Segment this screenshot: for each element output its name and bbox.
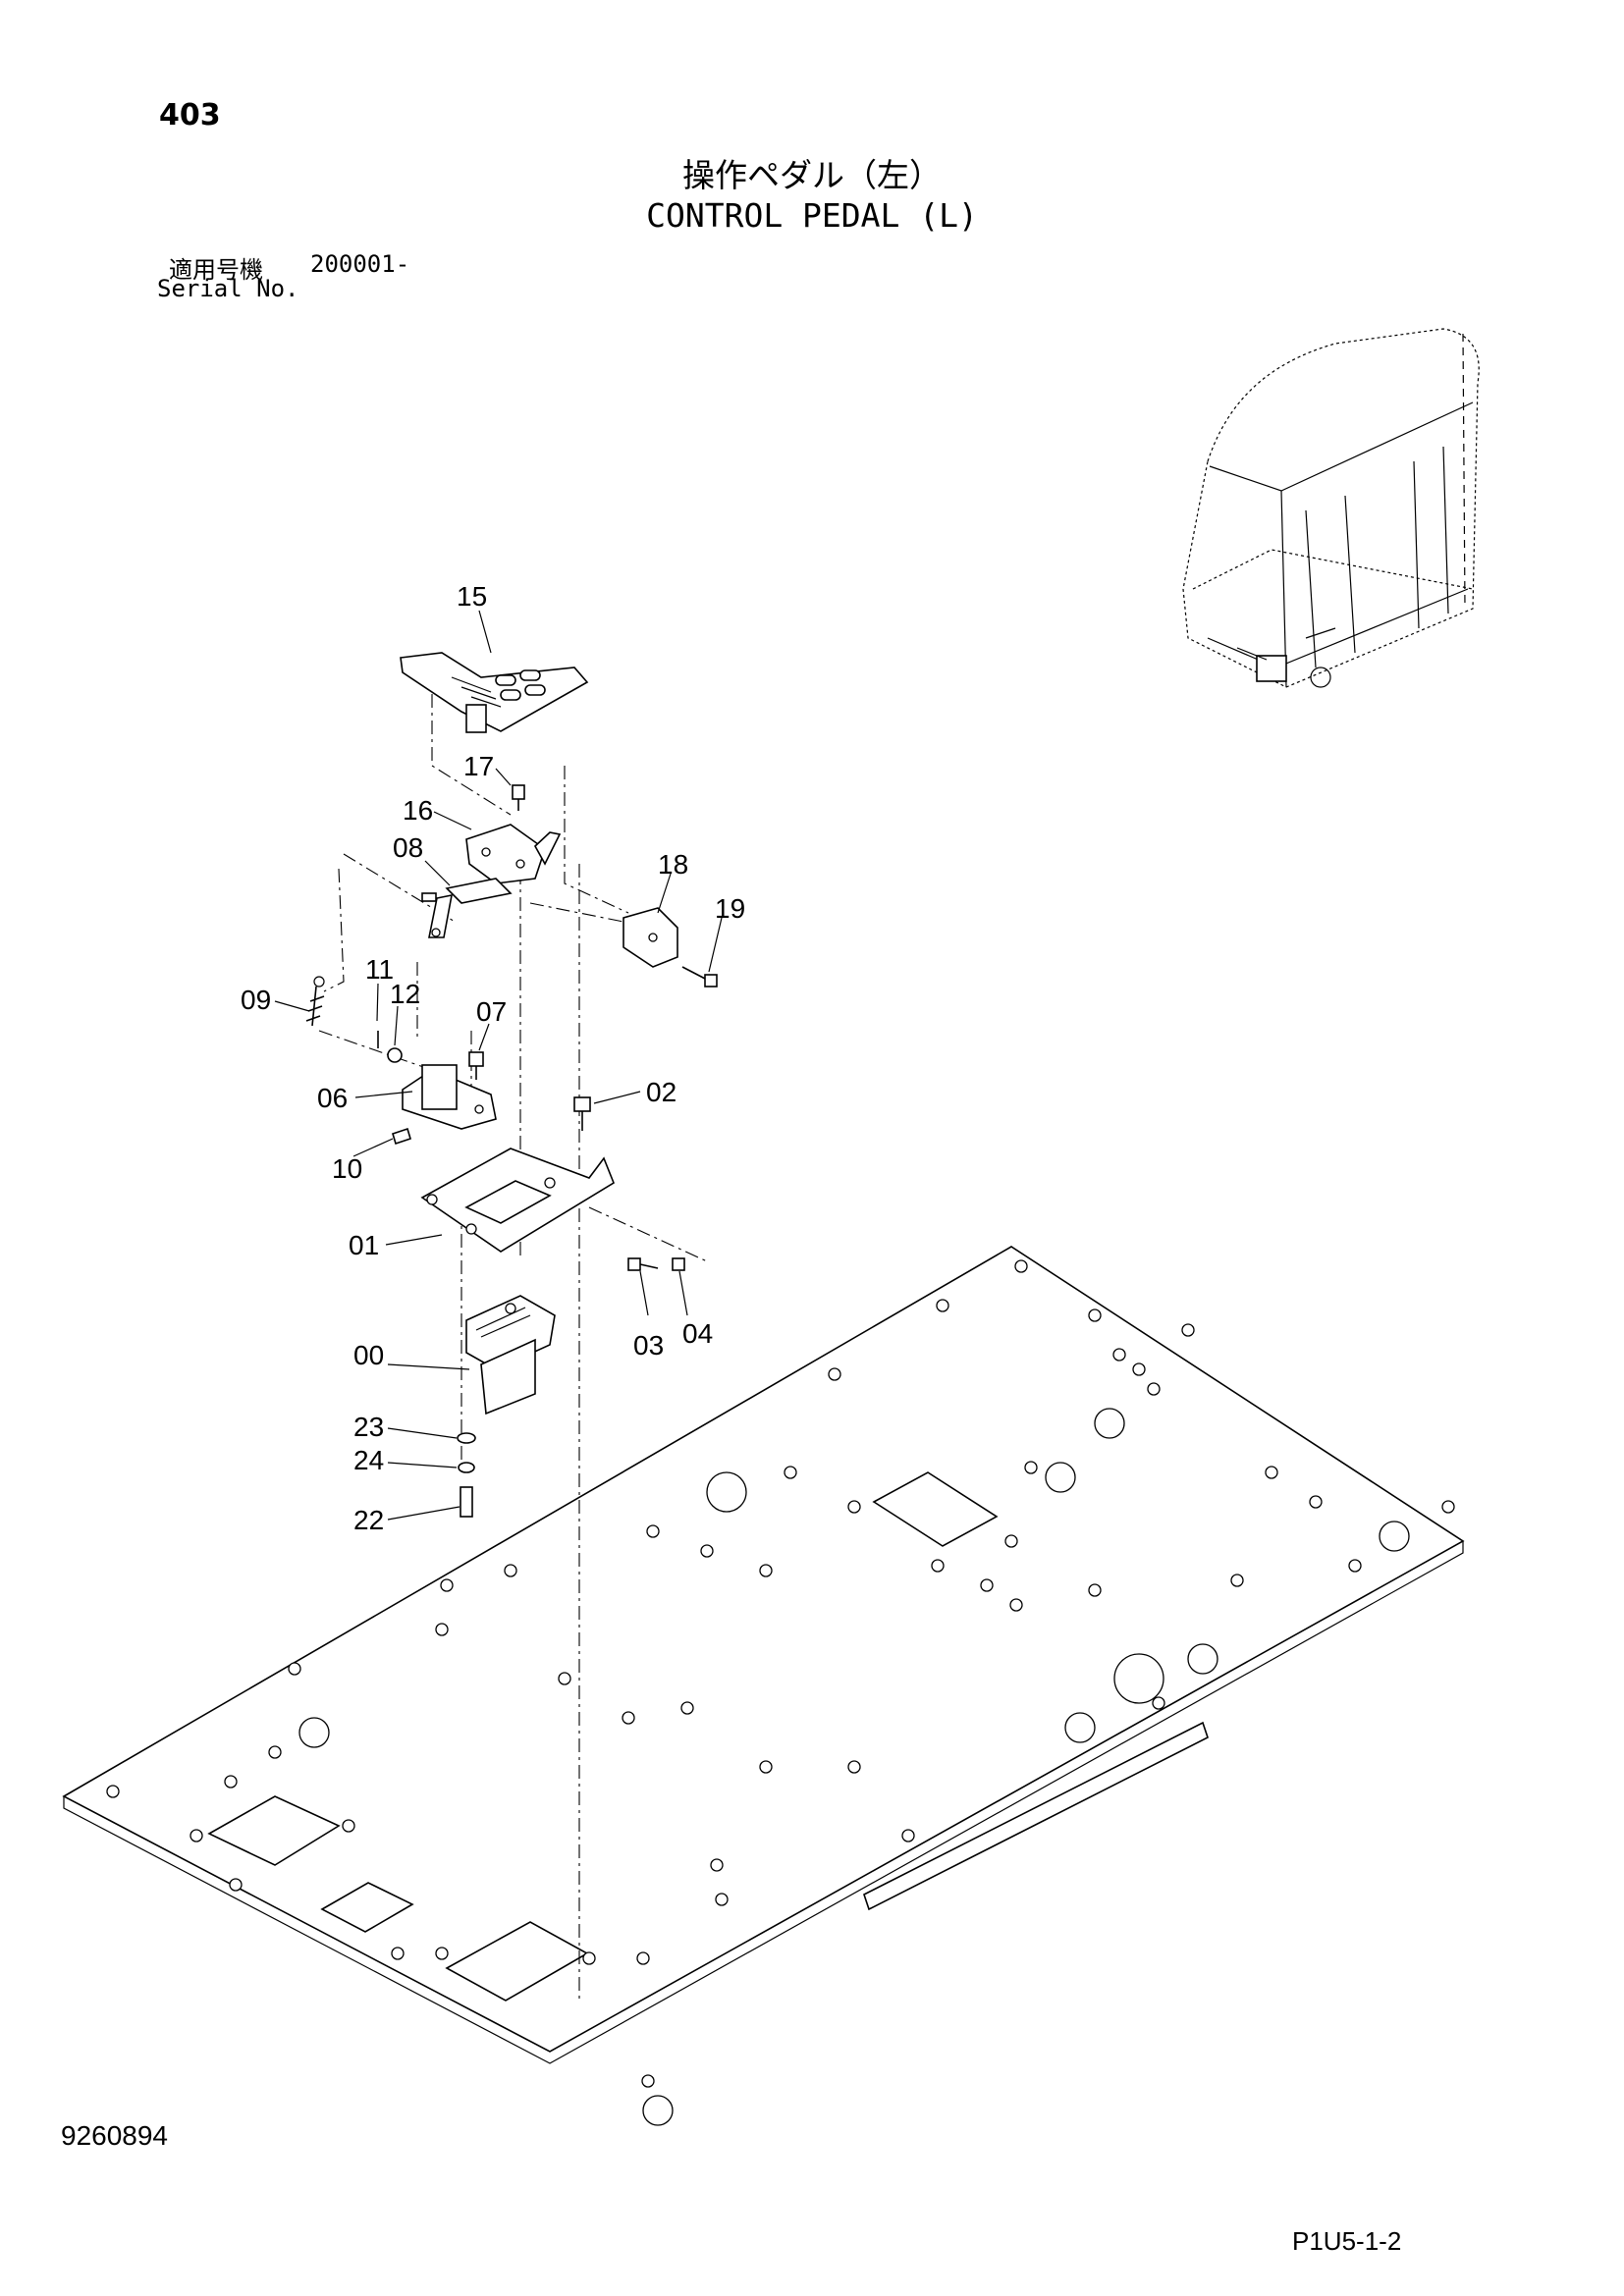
floor-plate: [62, 1246, 1465, 2126]
callout-07: 07: [476, 996, 507, 1027]
callout-03: 03: [633, 1330, 664, 1361]
title-japanese: 操作ペダル（左）: [682, 156, 942, 194]
part-10-pin: [392, 1127, 411, 1146]
callout-22: 22: [353, 1505, 384, 1535]
part-23-washer: [457, 1432, 476, 1444]
callout-09: 09: [241, 985, 271, 1015]
leader-lines: [274, 610, 723, 1521]
part-19-bolt: [681, 966, 718, 988]
callout-06: 06: [317, 1083, 348, 1113]
serial-label-english: Serial No.: [157, 275, 299, 302]
callout-19: 19: [715, 893, 745, 924]
part-08-lever: [421, 878, 513, 938]
callout-23: 23: [353, 1412, 384, 1442]
callout-15: 15: [457, 581, 487, 612]
document-number: 9260894: [61, 2120, 169, 2151]
part-22-bolt: [460, 1486, 473, 1518]
part-03-bolt: [627, 1257, 659, 1271]
part-00-valve: [465, 1295, 556, 1415]
callout-12: 12: [390, 979, 420, 1009]
part-17-bolt: [512, 784, 525, 811]
callout-04: 04: [682, 1318, 713, 1349]
part-24-washer: [458, 1462, 475, 1473]
callout-24: 24: [353, 1445, 384, 1475]
callout-10: 10: [332, 1153, 362, 1184]
part-09-spring: [305, 976, 325, 1027]
part-01-plate: [420, 1148, 615, 1253]
title-english: CONTROL PEDAL (L): [646, 196, 978, 235]
part-12-washer: [387, 1047, 403, 1063]
callout-00: 00: [353, 1340, 384, 1370]
page-number: 403: [159, 98, 221, 133]
cab-outline-illustration: [1182, 328, 1480, 688]
callout-02: 02: [646, 1077, 677, 1107]
serial-label-japanese: 適用号機: [169, 256, 263, 284]
callout-08: 08: [393, 832, 423, 863]
callout-11: 11: [365, 954, 394, 985]
part-15-pedal: [400, 652, 589, 733]
callout-17: 17: [463, 751, 494, 781]
part-04-nut: [672, 1257, 685, 1271]
callout-labels: 15 17 16 08 18 19 11 09 12 07 06 02 10 0…: [241, 581, 745, 1535]
part-02-bolt: [573, 1096, 591, 1131]
part-16-bracket: [465, 824, 562, 884]
callout-16: 16: [403, 795, 433, 826]
callout-18: 18: [658, 849, 688, 880]
part-06-base: [402, 1064, 497, 1130]
callout-01: 01: [349, 1230, 379, 1260]
serial-value: 200001-: [310, 250, 410, 278]
reference-code: P1U5-1-2: [1292, 2226, 1402, 2256]
part-07-bolt: [468, 1051, 484, 1080]
part-18-bracket: [623, 907, 678, 968]
